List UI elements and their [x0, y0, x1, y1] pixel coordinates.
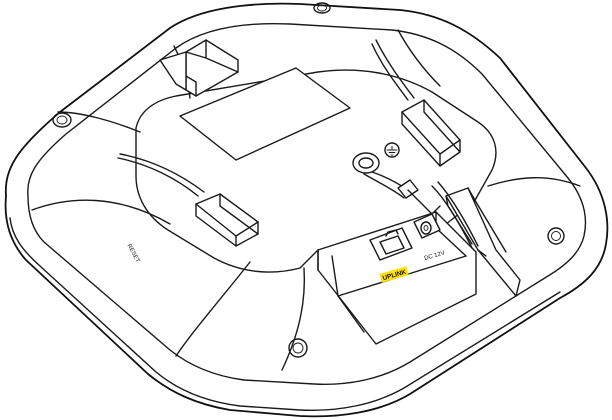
device-housing [4, 2, 609, 418]
cable-strand [431, 181, 479, 249]
label-plate [179, 67, 351, 161]
screw-hole-top [313, 2, 331, 14]
mounting-bracket [159, 39, 239, 97]
reset-text: RESET [126, 243, 141, 264]
cable-clip-upper [371, 39, 461, 167]
cable-clip-lower [117, 153, 259, 247]
port-cover[interactable] [445, 187, 521, 297]
dc-input-text: DC 12V [424, 250, 446, 262]
grounding-screw [352, 152, 441, 215]
screw-hole-left [52, 112, 72, 128]
screw-hole-bottom [288, 338, 308, 358]
ethernet-port[interactable] [369, 227, 413, 261]
ground-symbol-icon [384, 142, 400, 158]
dc-power-jack[interactable] [413, 213, 441, 239]
screw-hole-right [547, 227, 565, 245]
reset-label: RESET [126, 243, 141, 264]
dc-input-label: DC 12V [424, 250, 446, 262]
